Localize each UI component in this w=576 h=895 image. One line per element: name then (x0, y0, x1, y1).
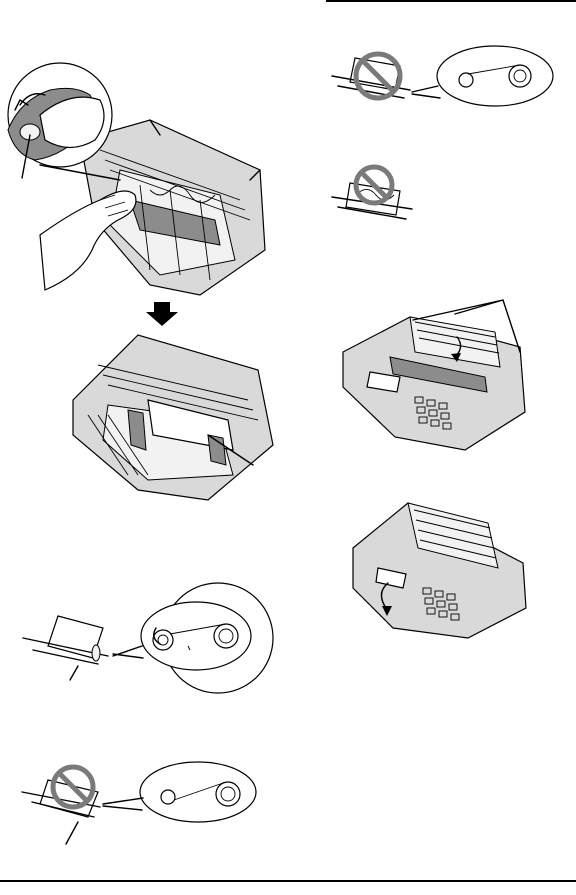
figure-close-front-cover (348, 488, 530, 638)
figure-ribbon-slack (330, 163, 430, 225)
figure-ribbon-reversed (330, 38, 555, 113)
figure-ribbon-correct (18, 598, 258, 680)
bottom-rule (0, 880, 576, 882)
top-rule (326, 0, 576, 2)
figure-roll-installed (68, 325, 283, 505)
figure-ribbon-incorrect (18, 762, 258, 857)
figure-close-back-cover (335, 292, 530, 452)
arrow-down-icon (146, 302, 178, 326)
figure-remove-roll (0, 60, 290, 300)
